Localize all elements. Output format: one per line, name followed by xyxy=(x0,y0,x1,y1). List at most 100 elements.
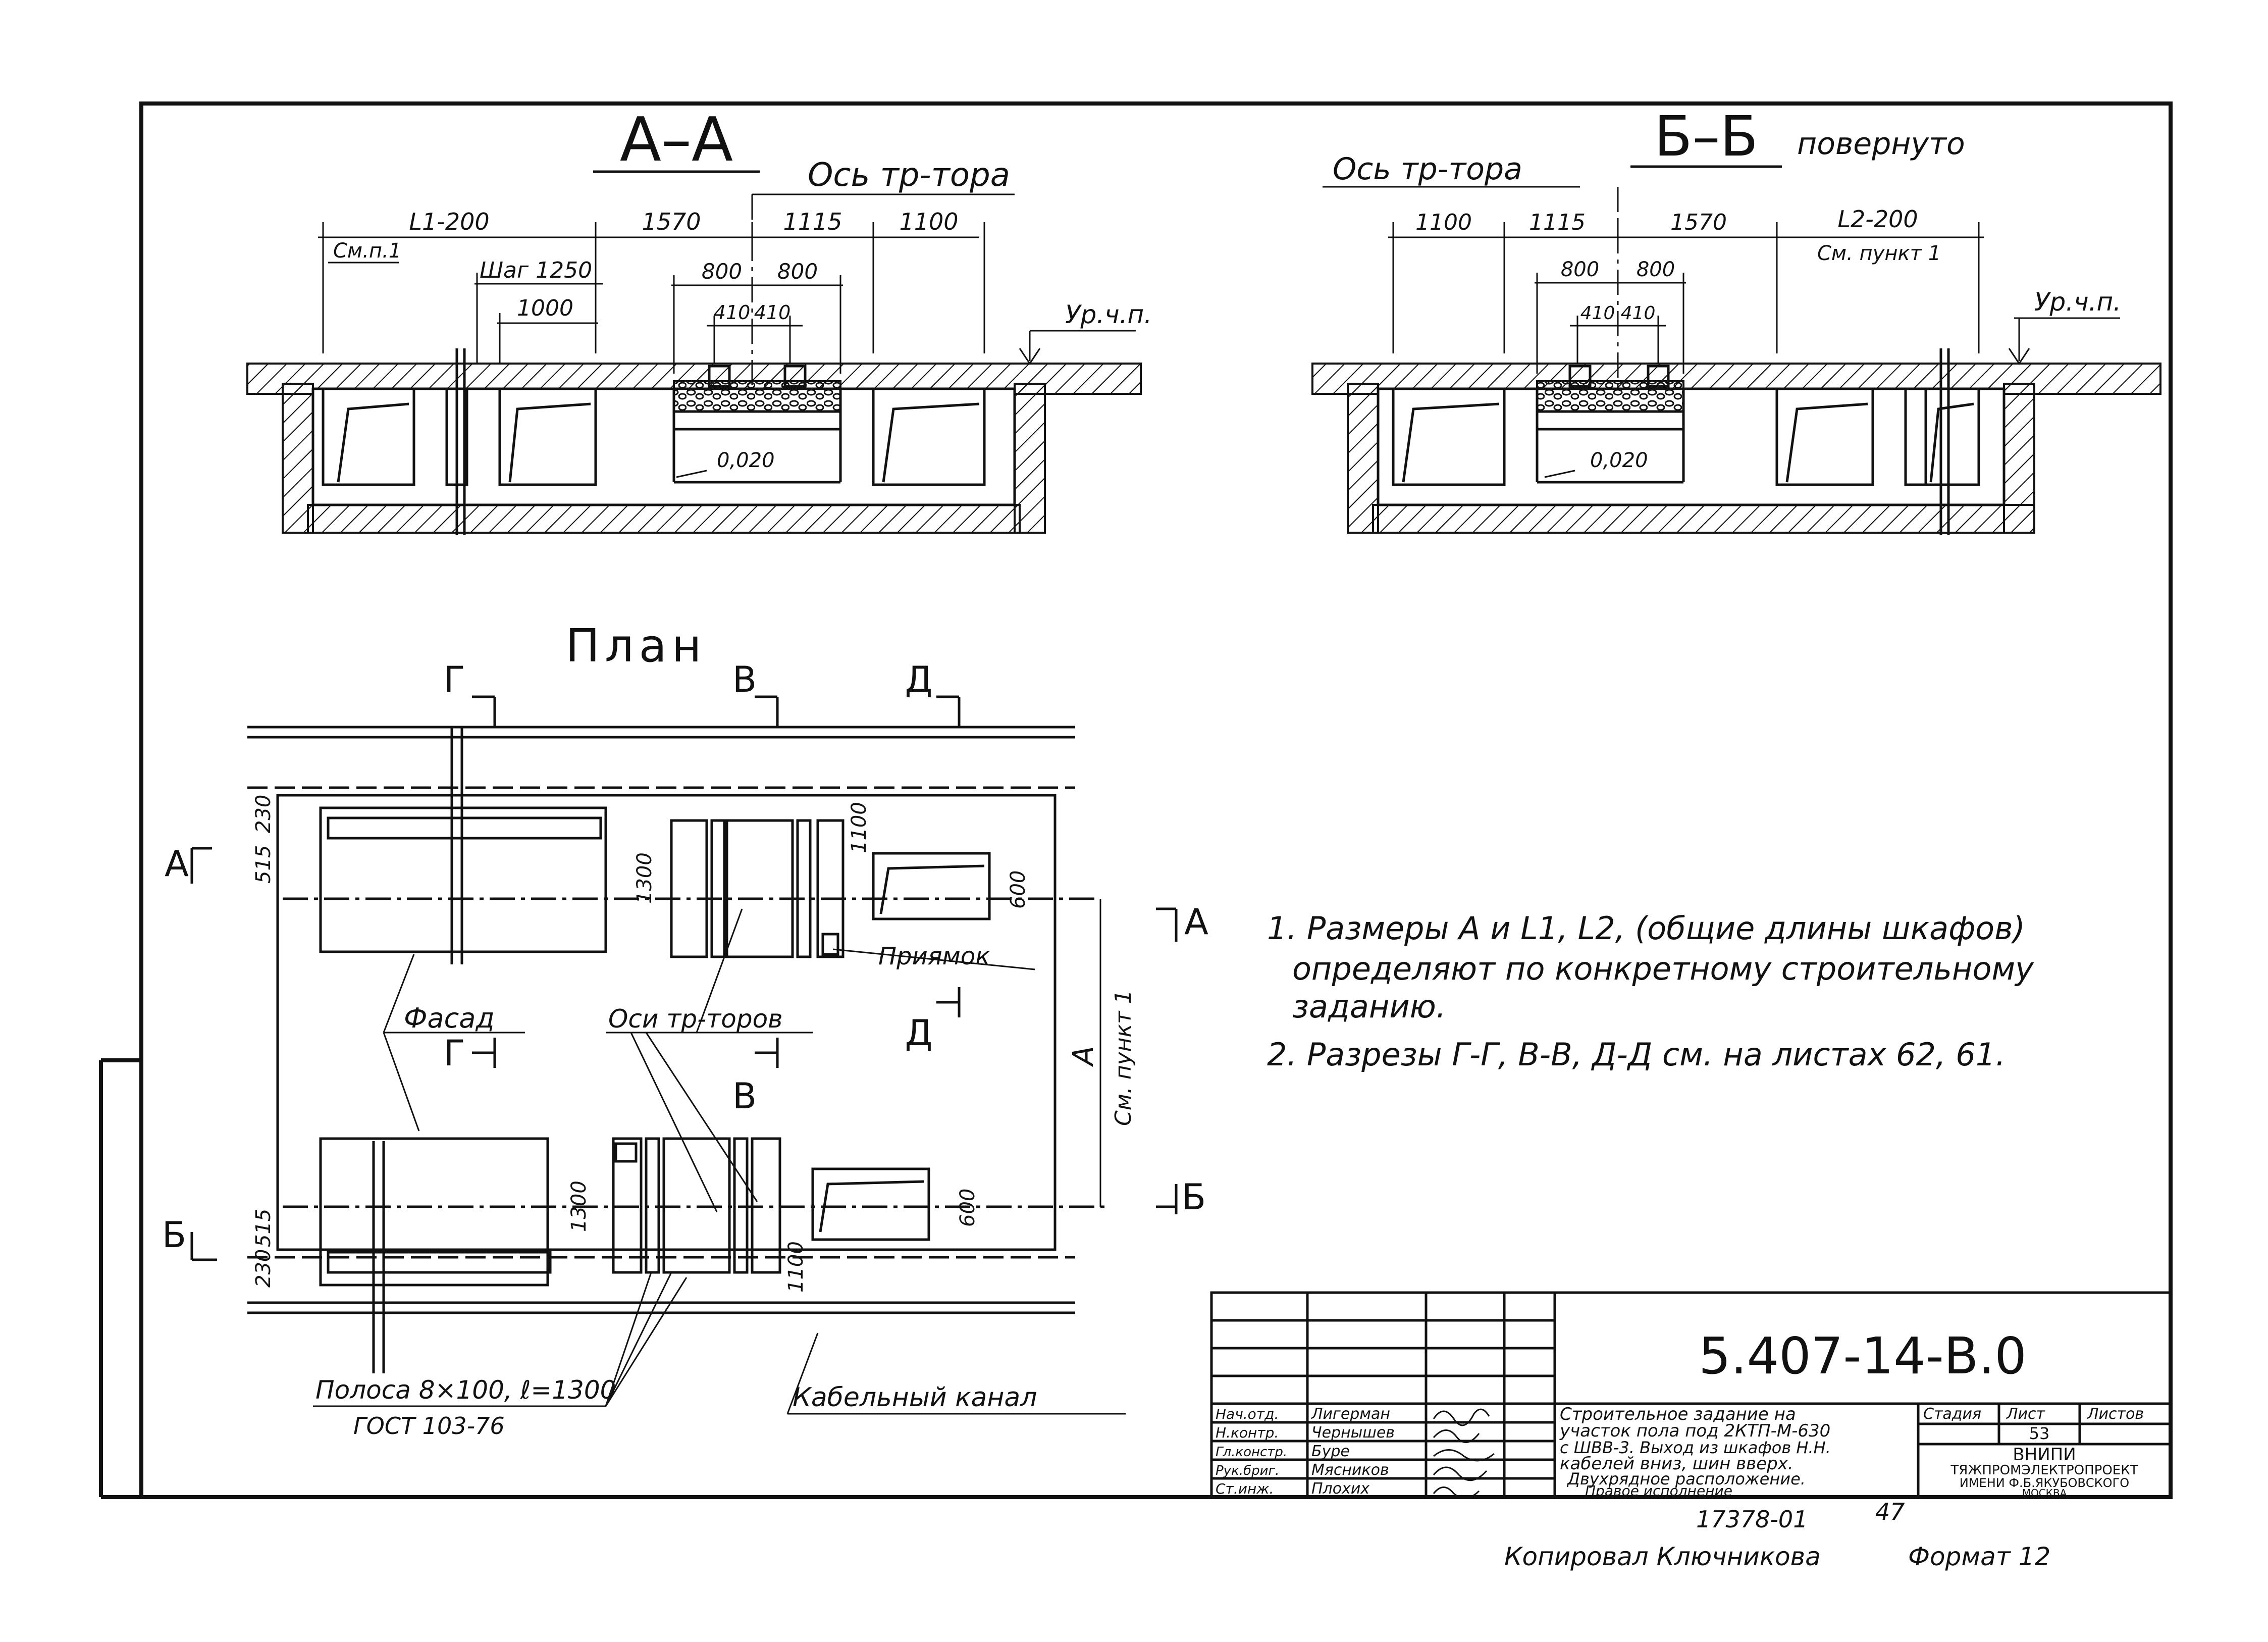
aa-dim-800a: 800 xyxy=(702,259,742,284)
plan-dim-1300-top: 1300 xyxy=(633,852,656,904)
plan-dim-600-top: 600 xyxy=(1007,870,1030,909)
note-2: 2. Разрезы Г-Г, В-В, Д-Д см. на листах 6… xyxy=(1267,1036,2006,1073)
plan-dim-1100-bottom: 1100 xyxy=(784,1241,808,1293)
footer-copied: Копировал Ключникова xyxy=(1504,1542,1821,1571)
cut-b-right: Б xyxy=(1182,1176,1206,1218)
note-1c: заданию. xyxy=(1292,988,1446,1025)
footer: 17378-01 47 Копировал Ключникова Формат … xyxy=(1504,1498,2050,1571)
plan-title: План xyxy=(565,620,706,673)
plan-dim-1300-bottom: 1300 xyxy=(567,1181,591,1232)
label-osi: Оси тр-торов xyxy=(608,1004,783,1034)
stamp-role-3: Гл.констр. xyxy=(1216,1445,1287,1460)
bb-dim-l2: L2-200 xyxy=(1837,206,1918,233)
note-1a: 1. Размеры А и L1, L2, (общие длины шкаф… xyxy=(1267,910,2025,947)
stamp-desc-3: с ШВВ-3. Выход из шкафов Н.Н. xyxy=(1560,1438,1831,1457)
note-1b: определяют по конкретному строительному xyxy=(1292,950,2034,987)
aa-dim-1100: 1100 xyxy=(899,208,958,235)
plan-dim-230-top: 230 xyxy=(252,795,275,833)
footer-archive: 17378-01 xyxy=(1696,1506,1808,1533)
bb-dim-1115: 1115 xyxy=(1529,210,1586,235)
cut-v-top: В xyxy=(732,659,757,700)
cut-g-bottom: Г xyxy=(444,1033,465,1074)
plan-dim-515-bottom: 515 xyxy=(252,1209,275,1247)
stamp-role-1: Нач.отд. xyxy=(1216,1406,1279,1422)
stamp-desc-2: участок пола под 2КТП-М-630 xyxy=(1559,1421,1830,1441)
bb-dim-800a: 800 xyxy=(1561,258,1599,281)
stamp-role-5: Ст.инж. xyxy=(1216,1480,1274,1497)
stamp-role-4: Рук.бриг. xyxy=(1216,1463,1279,1478)
cut-a-left: А xyxy=(165,843,189,885)
stamp-org-3: ИМЕНИ Ф.Б.ЯКУБОВСКОГО xyxy=(1960,1476,2129,1490)
stamp-head-sheets: Листов xyxy=(2087,1405,2144,1423)
plan-dim-230-bottom: 230 xyxy=(252,1249,275,1288)
aa-slope: 0,020 xyxy=(717,449,775,472)
bb-dim-1570: 1570 xyxy=(1670,210,1727,235)
stamp-code: 5.407-14-В.0 xyxy=(1699,1326,2027,1386)
bb-level-label: Ур.ч.п. xyxy=(2034,287,2121,317)
aa-dim-1000: 1000 xyxy=(517,295,573,321)
cut-d-bottom: Д xyxy=(905,1012,933,1054)
notes: 1. Размеры А и L1, L2, (общие длины шкаф… xyxy=(1267,910,2034,1073)
aa-dim-410a: 410 xyxy=(714,301,751,324)
plan-dim-1100-top: 1100 xyxy=(848,802,871,853)
section-aa: А–А Ось тр-тора L1-200 1570 1115 1100 См… xyxy=(246,105,1152,535)
stamp-sheet-no: 53 xyxy=(2029,1424,2050,1443)
plan-dim-600-bottom: 600 xyxy=(956,1189,979,1227)
aa-dim-step: Шаг 1250 xyxy=(480,258,592,283)
bb-see-note: См. пункт 1 xyxy=(1817,242,1941,265)
cut-a-right: А xyxy=(1184,901,1208,943)
stamp-name-1: Лигерман xyxy=(1311,1405,1390,1423)
aa-dim-410b: 410 xyxy=(754,301,791,324)
bb-dim-410b: 410 xyxy=(1621,303,1656,324)
aa-level-label: Ур.ч.п. xyxy=(1065,300,1152,329)
label-kanal: Кабельный канал xyxy=(793,1382,1037,1413)
stamp-name-4: Мясников xyxy=(1311,1461,1389,1479)
stamp-role-2: Н.контр. xyxy=(1216,1424,1279,1441)
stamp-desc-6: Правое исполнение xyxy=(1585,1482,1732,1499)
aa-see-note: См.п.1 xyxy=(333,239,401,263)
plan-side-dim-note: См. пункт 1 xyxy=(1111,990,1136,1126)
label-fasad: Фасад xyxy=(404,1002,495,1034)
stamp-org-1: ВНИПИ xyxy=(2013,1445,2076,1465)
label-gost: ГОСТ 103-76 xyxy=(353,1412,505,1440)
cut-d-top: Д xyxy=(905,659,933,700)
title-stamp: 5.407-14-В.0 Нач.отд. Лигерман Н.контр. … xyxy=(1210,1291,2172,1499)
section-bb: Б–Б повернуто Ось тр-тора 1100 1115 1570… xyxy=(1311,104,2161,535)
label-priyamok: Приямок xyxy=(878,942,990,970)
sheet-frame xyxy=(99,101,2173,1499)
section-bb-subtitle: повернуто xyxy=(1797,126,1965,162)
stamp-org-2: ТЯЖПРОМЭЛЕКТРОПРОЕКТ xyxy=(1950,1463,2138,1478)
bb-axis-label: Ось тр-тора xyxy=(1333,151,1522,187)
stamp-name-2: Чернышев xyxy=(1311,1424,1395,1442)
bb-dim-1100: 1100 xyxy=(1415,210,1472,235)
stamp-name-3: Буре xyxy=(1311,1443,1350,1460)
aa-axis-label: Ось тр-тора xyxy=(808,157,1010,194)
stamp-head-sheet: Лист xyxy=(2006,1405,2046,1423)
aa-dim-l1: L1-200 xyxy=(409,208,489,235)
stamp-signatures xyxy=(1433,1408,1495,1499)
plan-side-dim: А xyxy=(1067,1046,1100,1067)
section-aa-title: А–А xyxy=(620,105,733,175)
stamp-desc-4: кабелей вниз, шин вверх. xyxy=(1560,1454,1794,1474)
section-bb-title: Б–Б xyxy=(1654,104,1758,169)
footer-page: 47 xyxy=(1875,1498,1905,1525)
stamp-head-stage: Стадия xyxy=(1923,1405,1981,1423)
bb-dim-800b: 800 xyxy=(1637,258,1675,281)
plan-dim-515-top: 515 xyxy=(252,845,275,884)
aa-dim-800b: 800 xyxy=(777,259,818,284)
aa-dim-1115: 1115 xyxy=(783,208,842,235)
stamp-name-5: Плохих xyxy=(1311,1480,1369,1498)
plan-view: План Г В Д Г В Д А А Б Б xyxy=(162,620,1208,1440)
cut-g-top: Г xyxy=(444,659,465,700)
bb-dim-410a: 410 xyxy=(1580,303,1615,324)
stamp-desc-1: Строительное задание на xyxy=(1560,1404,1796,1424)
stamp-desc-5: Двухрядное расположение. xyxy=(1566,1469,1806,1489)
cut-b-left: Б xyxy=(162,1214,186,1256)
footer-format: Формат 12 xyxy=(1908,1542,2050,1571)
label-polosa: Полоса 8×100, ℓ=1300 xyxy=(315,1375,616,1405)
cut-v-bottom: В xyxy=(732,1075,757,1117)
bb-slope: 0,020 xyxy=(1590,449,1648,472)
aa-dim-1570: 1570 xyxy=(642,208,701,235)
stamp-org-4: МОСКВА xyxy=(2022,1487,2067,1499)
